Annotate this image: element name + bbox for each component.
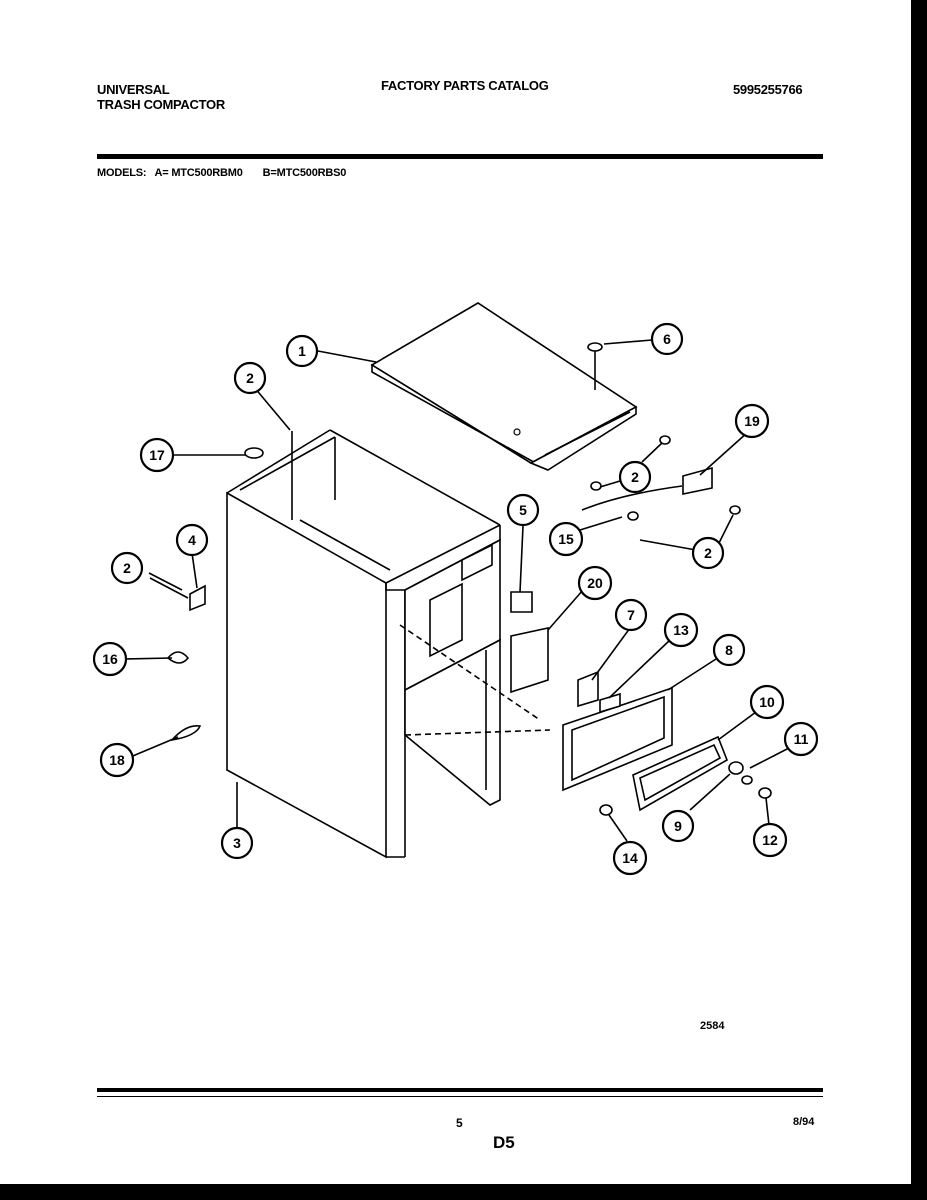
svg-text:16: 16: [102, 651, 118, 667]
brand-line-1: UNIVERSAL: [97, 82, 170, 97]
callout-8: 8: [712, 633, 746, 667]
svg-text:18: 18: [109, 752, 125, 768]
callout-14: 14: [612, 840, 648, 876]
hardware-parts: [149, 342, 772, 816]
scan-border-bottom: [0, 1184, 927, 1200]
brand-line-2: TRASH COMPACTOR: [97, 97, 225, 112]
callout-13: 13: [663, 612, 699, 648]
brand-block: UNIVERSAL TRASH COMPACTOR: [97, 82, 225, 112]
svg-text:17: 17: [149, 447, 165, 463]
svg-text:11: 11: [794, 731, 809, 747]
svg-text:13: 13: [673, 622, 689, 638]
models-line: MODELS: A= MTC500RBM0 B=MTC500RBS0: [97, 167, 346, 179]
svg-text:19: 19: [744, 413, 760, 429]
svg-text:1: 1: [298, 343, 306, 359]
footer-rule: [97, 1088, 823, 1092]
catalog-number: 5995255766: [733, 82, 803, 97]
model-b: B=MTC500RBS0: [262, 167, 347, 179]
model-a: A= MTC500RBM0: [154, 167, 243, 179]
section-code: D5: [493, 1133, 515, 1152]
callout-1: 1: [285, 334, 319, 368]
scan-border-right: [911, 0, 927, 1200]
svg-text:14: 14: [622, 850, 638, 866]
callout-2b: 2: [110, 551, 144, 585]
date-code: 8/94: [793, 1116, 815, 1128]
callout-20: 20: [577, 565, 613, 601]
svg-text:4: 4: [188, 532, 196, 548]
svg-text:6: 6: [663, 331, 671, 347]
callout-2c: 2: [618, 460, 652, 494]
header-rule: [97, 154, 823, 159]
callout-18: 18: [99, 742, 135, 778]
footer-rule-thin: [97, 1096, 823, 1097]
svg-text:2: 2: [123, 560, 131, 576]
callout-19: 19: [734, 403, 770, 439]
callout-9: 9: [661, 809, 695, 843]
svg-text:8: 8: [725, 642, 733, 658]
page-number: 5: [456, 1116, 463, 1130]
callout-4: 4: [175, 523, 209, 557]
top-lid-part: [370, 302, 638, 471]
svg-text:12: 12: [762, 832, 778, 848]
leader-lines: [125, 339, 790, 842]
drawer-trim-parts: [562, 686, 728, 812]
svg-text:3: 3: [233, 835, 241, 851]
callout-17: 17: [139, 437, 175, 473]
callout-7: 7: [614, 598, 648, 632]
svg-text:15: 15: [558, 531, 574, 547]
callout-10: 10: [749, 684, 785, 720]
callout-15: 15: [548, 521, 584, 557]
svg-text:2: 2: [704, 545, 712, 561]
callout-2d: 2: [691, 536, 725, 570]
callout-2a: 2: [233, 361, 267, 395]
callout-11: 11: [783, 721, 819, 757]
callout-5: 5: [506, 493, 540, 527]
callout-12: 12: [752, 822, 788, 858]
svg-text:10: 10: [759, 694, 775, 710]
svg-text:20: 20: [587, 575, 603, 591]
svg-text:9: 9: [674, 818, 682, 834]
svg-text:5: 5: [519, 502, 527, 518]
models-label: MODELS:: [97, 167, 147, 179]
figure-code: 2584: [700, 1020, 725, 1032]
svg-text:7: 7: [627, 607, 635, 623]
callout-16: 16: [92, 641, 128, 677]
svg-text:2: 2: [631, 469, 639, 485]
svg-text:2: 2: [246, 370, 254, 386]
callout-3: 3: [220, 826, 254, 860]
callout-6: 6: [650, 322, 684, 356]
catalog-title: FACTORY PARTS CATALOG: [381, 78, 549, 93]
cabinet-part: [226, 429, 551, 859]
